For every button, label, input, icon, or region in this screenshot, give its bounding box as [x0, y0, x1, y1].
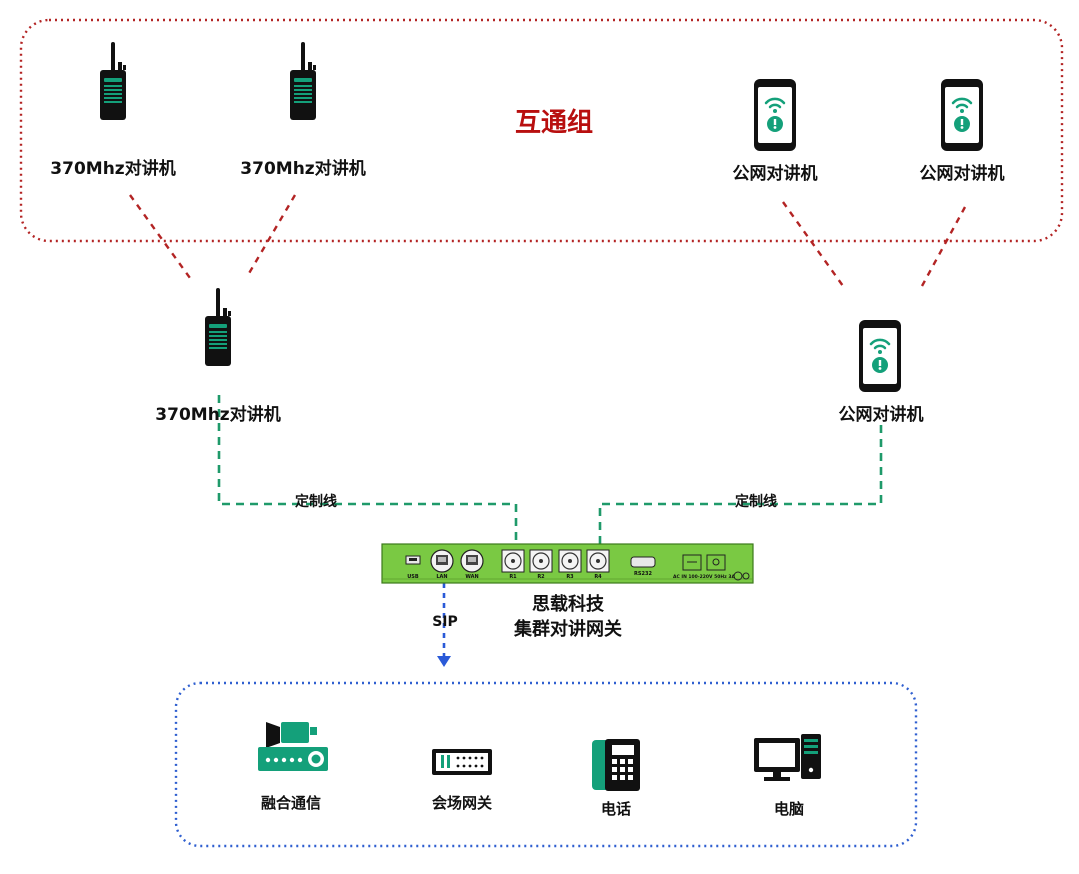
port-label: WAN: [465, 574, 478, 580]
terminal-label: 电话: [600, 800, 632, 818]
port-label: R4: [594, 574, 602, 580]
group-link-lines: [129, 194, 967, 287]
device-label: 公网对讲机: [838, 405, 924, 425]
gateway-device: USB LAN WAN R1 R2 R3 R4 RS232 AC IN 100-…: [381, 543, 754, 584]
terminal-label: 电脑: [773, 800, 805, 818]
link-label: 定制线: [295, 494, 337, 510]
sip-label: SIP: [432, 614, 458, 630]
device-label: 公网对讲机: [919, 164, 1005, 184]
port-label: LAN: [436, 574, 447, 580]
smartphone-icon: [857, 318, 903, 394]
power-switch-icon: [682, 554, 702, 571]
terminal-label: 融合通信: [260, 794, 322, 812]
power-label: AC IN 100-220V 50Hz 3A: [673, 574, 735, 580]
serial-port-icon: [630, 556, 656, 568]
wan-port-icon: [460, 549, 484, 573]
walkie-talkie-icon: [290, 42, 316, 120]
group-title: 互通组: [514, 108, 594, 138]
gateway-name-line1: 思载科技: [532, 594, 604, 615]
link-label: 定制线: [735, 494, 777, 510]
device-label: 370Mhz对讲机: [240, 159, 366, 179]
smartphone-icon: [939, 77, 985, 153]
intercom-group-frame: [19, 18, 1064, 243]
radio-port-icon: [558, 549, 582, 573]
port-label: R1: [509, 574, 517, 580]
power-socket-icon: [706, 554, 726, 571]
custom-cable-lines: [217, 395, 883, 544]
port-label: USB: [407, 574, 419, 580]
sip-link: [437, 583, 451, 667]
gateway-name-line2: 集群对讲网关: [514, 619, 622, 640]
port-label: RS232: [634, 571, 652, 577]
terminal-label: 会场网关: [431, 794, 493, 812]
device-label: 370Mhz对讲机: [50, 159, 176, 179]
port-label: R3: [566, 574, 574, 580]
fusion-terminal-icon: [258, 722, 328, 771]
ground-icon: [733, 571, 750, 581]
device-label: 公网对讲机: [732, 164, 818, 184]
port-label: R2: [537, 574, 545, 580]
usb-port-icon: [405, 555, 421, 565]
terminal-group-frame: [174, 681, 918, 848]
walkie-talkie-icon: [205, 288, 231, 366]
lan-port-icon: [430, 549, 454, 573]
device-label: 370Mhz对讲机: [155, 405, 281, 425]
desktop-computer-icon: [754, 734, 821, 781]
walkie-talkie-icon: [100, 42, 126, 120]
desk-phone-icon: [592, 739, 640, 791]
radio-port-icon: [586, 549, 610, 573]
conference-gateway-icon: [432, 749, 492, 775]
smartphone-icon: [752, 77, 798, 153]
radio-port-icon: [529, 549, 553, 573]
radio-port-icon: [501, 549, 525, 573]
